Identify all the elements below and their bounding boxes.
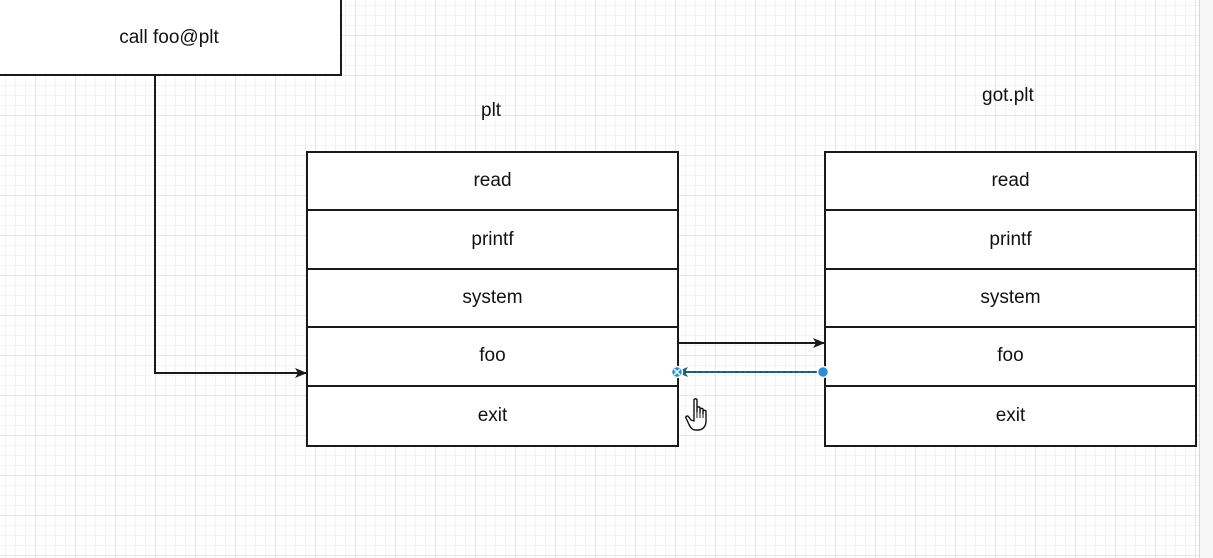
caller-box[interactable]: call foo@plt <box>0 0 342 76</box>
caller-label: call foo@plt <box>119 27 219 48</box>
call-to-plt-foo-arrow[interactable] <box>154 76 307 378</box>
got-entry-system[interactable]: system <box>826 270 1195 329</box>
plt-entry-read[interactable]: read <box>308 153 677 212</box>
got-title[interactable]: got.plt <box>982 85 1034 106</box>
plt-title[interactable]: plt <box>481 100 502 121</box>
edge-target-handle-icon[interactable] <box>670 365 684 379</box>
plt-entry-printf[interactable]: printf <box>308 211 677 270</box>
plt-entry-exit[interactable]: exit <box>477 404 508 426</box>
got-table[interactable]: read printf system foo exit <box>824 151 1197 447</box>
hand-pointer-icon <box>685 398 707 431</box>
got-entry-foo[interactable]: foo <box>826 328 1195 387</box>
got-entry-exit[interactable]: exit <box>995 404 1026 426</box>
scrollbar-strip[interactable] <box>1199 0 1213 558</box>
got-entry-printf[interactable]: printf <box>826 211 1195 270</box>
got-entry-read[interactable]: read <box>826 153 1195 212</box>
plt-entry-system[interactable]: system <box>308 270 677 329</box>
edge-source-handle-icon[interactable] <box>816 365 830 379</box>
plt-entry-foo[interactable]: foo <box>308 328 677 387</box>
plt-table[interactable]: read printf system foo exit <box>306 151 679 447</box>
